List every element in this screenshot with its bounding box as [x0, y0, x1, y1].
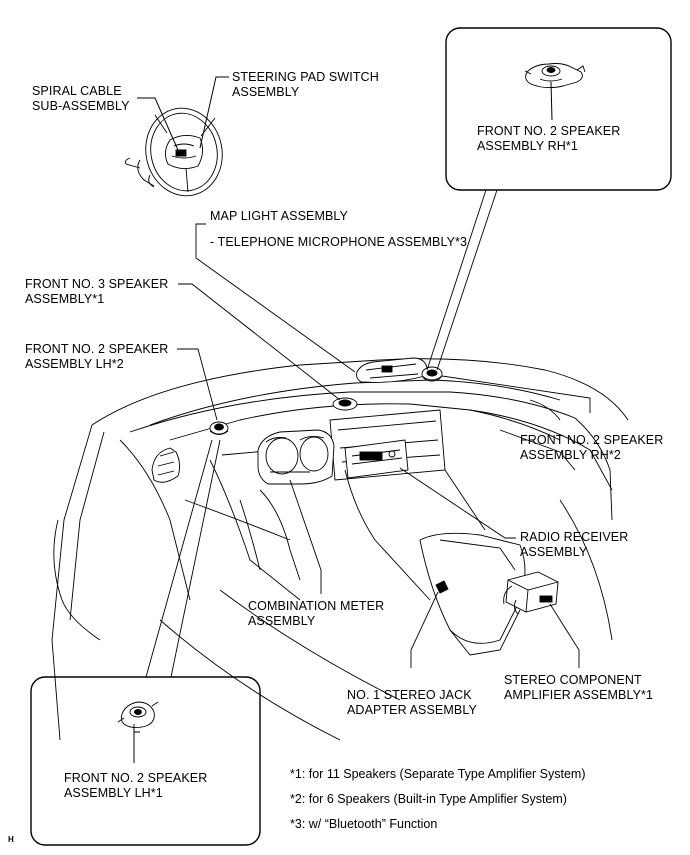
callout-box-speaker-rh — [445, 27, 672, 191]
speaker-lh-star1-illustration — [117, 701, 159, 733]
leader-box-lh-b — [170, 439, 221, 678]
leader-stereo-jack — [410, 591, 439, 668]
leader-steering-pad — [199, 76, 229, 149]
leader-map-light — [195, 223, 356, 373]
combination-meter-illustration — [257, 429, 335, 485]
stereo-amplifier-illustration — [503, 571, 559, 615]
callout-box-speaker-lh — [30, 676, 261, 846]
leader-spiral-cable — [137, 97, 179, 151]
leader-box-rh-b — [436, 189, 498, 371]
speaker-no3-illustration — [332, 397, 358, 411]
stereo-jack-illustration — [435, 580, 449, 594]
footnote-1: *1: for 11 Speakers (Separate Type Ampli… — [290, 767, 586, 781]
label-map-light: MAP LIGHT ASSEMBLY — [210, 209, 348, 223]
radio-receiver-illustration — [344, 439, 409, 479]
footnote-2: *2: for 6 Speakers (Built-in Type Amplif… — [290, 792, 567, 806]
leader-speaker-rh-star1 — [550, 81, 553, 121]
leader-combination-meter — [289, 479, 322, 594]
label-telephone-microphone: - TELEPHONE MICROPHONE ASSEMBLY*3 — [210, 235, 468, 249]
speaker-rh-star2-illustration — [421, 366, 443, 382]
leader-stereo-amp — [549, 603, 580, 668]
leader-lines — [145, 189, 591, 678]
footnote-3: *3: w/ “Bluetooth” Function — [290, 817, 438, 831]
leader-box-lh-a — [145, 439, 213, 678]
figure-id: H — [8, 835, 14, 844]
leader-box-rh-a — [426, 189, 487, 371]
speaker-lh-star2-illustration — [209, 421, 229, 435]
leader-speaker-lh-star2 — [177, 348, 218, 421]
speaker-rh-star1-illustration — [524, 63, 586, 89]
leader-speaker-rh-star2 — [441, 375, 591, 413]
dashboard-illustration — [51, 358, 629, 741]
leader-speaker-no3 — [178, 283, 341, 401]
leader-radio-receiver — [399, 467, 516, 539]
map-light-illustration — [356, 357, 428, 383]
steering-wheel-illustration — [125, 107, 223, 197]
